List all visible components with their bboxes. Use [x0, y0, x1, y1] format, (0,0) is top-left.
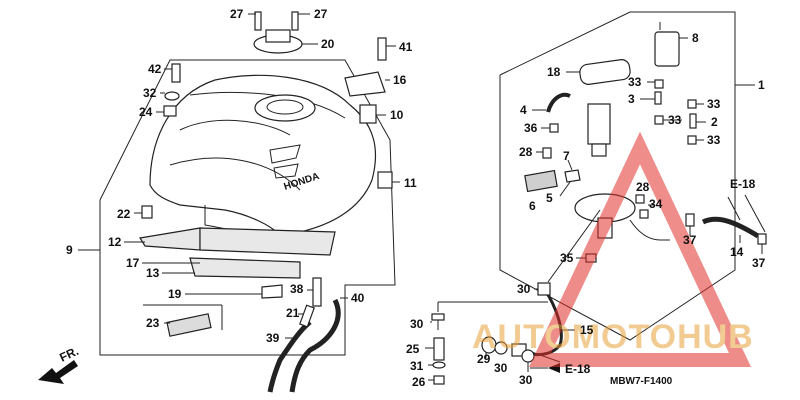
callout-6: 6 [529, 199, 536, 213]
callout-41: 41 [399, 40, 413, 54]
callout-15: 15 [580, 323, 594, 337]
pad-17 [199, 227, 336, 256]
callout-30: 30 [517, 282, 531, 296]
callout-38: 38 [290, 282, 304, 296]
ref-label-e18-lower: E-18 [565, 362, 591, 376]
callout-19: 19 [168, 287, 182, 301]
callout-39: 39 [266, 331, 280, 345]
callout-37: 37 [683, 233, 697, 247]
callout-27: 27 [230, 7, 244, 21]
callout-21: 21 [286, 306, 300, 320]
callout-1: 1 [758, 78, 765, 92]
callout-18: 18 [547, 65, 561, 79]
callout-36: 36 [524, 121, 538, 135]
callout-33: 33 [707, 133, 721, 147]
hose-40 [289, 298, 341, 393]
callout-20: 20 [321, 37, 335, 51]
pad-12 [139, 227, 201, 251]
fuel-filter [654, 31, 680, 67]
callout-29: 29 [477, 352, 491, 366]
callout-8: 8 [692, 31, 699, 45]
callout-16: 16 [393, 73, 407, 87]
callout-37: 37 [752, 256, 766, 270]
callout-26: 26 [412, 375, 426, 389]
callout-3: 3 [628, 92, 635, 106]
callouts: 27 27 20 41 42 16 32 24 10 11 22 9 12 17… [66, 7, 766, 389]
hose-39 [267, 320, 312, 393]
callout-33: 33 [628, 75, 642, 89]
tank-group-outline [99, 59, 396, 356]
callout-9: 9 [66, 243, 73, 257]
fuel-tank [149, 74, 377, 236]
callout-11: 11 [404, 176, 417, 190]
ref-label-e18-upper: E-18 [730, 177, 756, 191]
callout-7: 7 [563, 149, 570, 163]
callout-25: 25 [406, 342, 420, 356]
pad-13 [189, 257, 301, 279]
callout-40: 40 [351, 291, 365, 305]
callout-30: 30 [494, 361, 508, 375]
callout-32: 32 [143, 86, 157, 100]
watermark: AUTOMOTOHUB [472, 131, 754, 367]
callout-28: 28 [636, 180, 650, 194]
callout-22: 22 [117, 207, 131, 221]
callout-34: 34 [649, 197, 663, 211]
callout-24: 24 [139, 105, 153, 119]
front-arrow [38, 360, 78, 384]
callout-10: 10 [390, 108, 404, 122]
filler-opening [254, 94, 316, 122]
strainer [524, 169, 558, 193]
callout-5: 5 [546, 191, 553, 205]
callout-33: 33 [707, 97, 721, 111]
callout-13: 13 [146, 266, 160, 280]
callout-4: 4 [520, 103, 527, 117]
callout-12: 12 [108, 235, 122, 249]
callout-14: 14 [730, 245, 744, 259]
callout-31: 31 [410, 359, 424, 373]
callout-17: 17 [126, 256, 140, 270]
callout-23: 23 [146, 316, 160, 330]
drawing-code: MBW7-F1400 [610, 376, 673, 387]
callout-30: 30 [519, 373, 533, 387]
wing-emblem [269, 144, 301, 179]
direction-label: FR. [57, 344, 80, 365]
callout-28: 28 [519, 145, 533, 159]
gasket [579, 59, 631, 85]
fuel-pump [587, 103, 611, 145]
callout-42: 42 [148, 62, 162, 76]
callout-33: 33 [668, 113, 682, 127]
callout-35: 35 [560, 251, 574, 265]
hose-14 [701, 216, 760, 239]
watermark-text: AUTOMOTOHUB [472, 318, 754, 356]
callout-2: 2 [711, 115, 718, 129]
callout-30: 30 [410, 317, 424, 331]
strip-23 [166, 313, 212, 337]
callout-27: 27 [314, 7, 328, 21]
pump-group-outline [499, 11, 736, 341]
